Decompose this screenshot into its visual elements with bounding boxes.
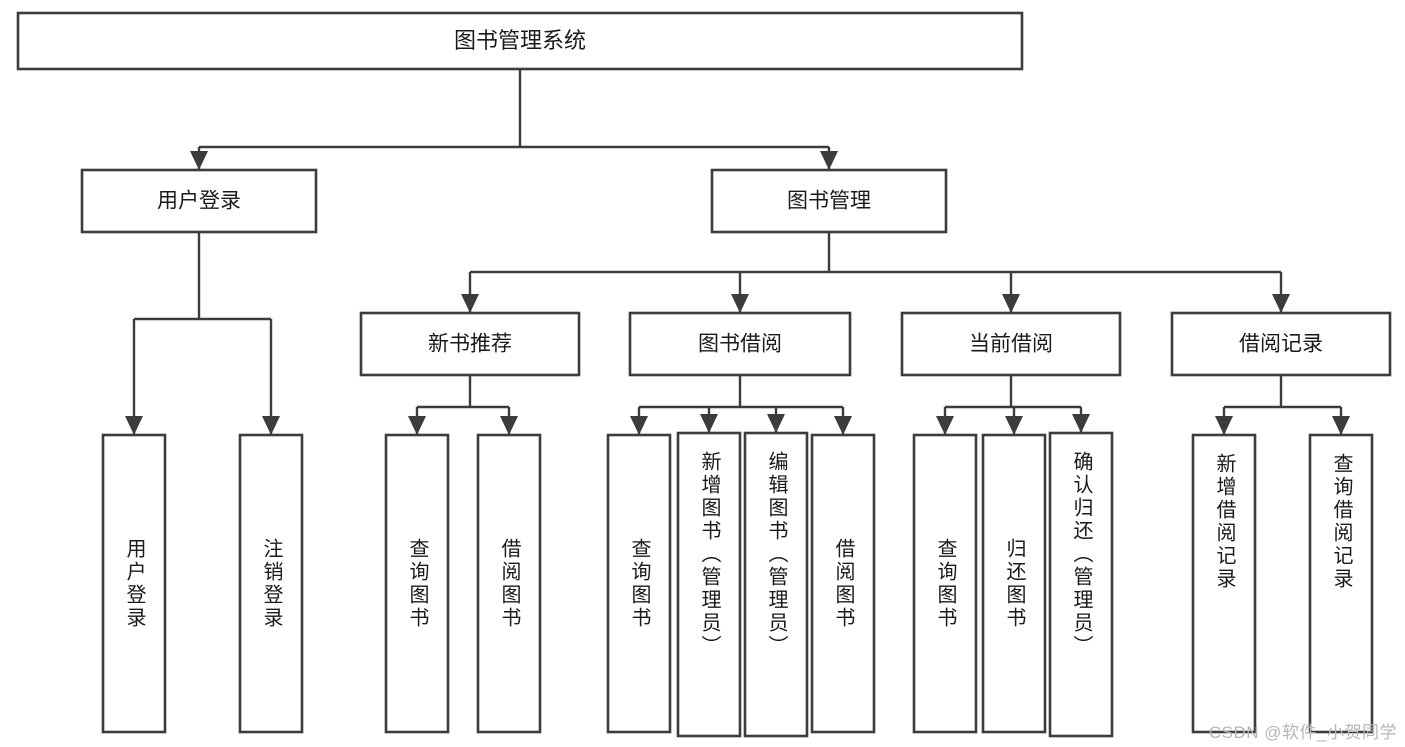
connector-user-login-arrow-leaf-user-login xyxy=(125,416,143,435)
connector-book-mgmt-arrow-new-book-recommend xyxy=(461,294,479,313)
node-box-leaf-logout-login xyxy=(238,433,304,734)
node-box-leaf-query-books-3 xyxy=(912,433,978,734)
node-label-current-borrow: 当前借阅 xyxy=(969,333,1053,356)
connector-current-borrow-arrow-leaf-query-books-3 xyxy=(936,416,954,435)
connector-user-login-arrow-leaf-logout-login xyxy=(262,416,280,435)
node-box-leaf-query-books-2 xyxy=(606,433,672,734)
node-box-root xyxy=(16,11,1024,71)
node-box-leaf-user-login xyxy=(101,433,167,734)
node-box-book-borrow xyxy=(628,311,852,377)
connectors-layer xyxy=(125,69,1350,435)
watermark: CSDN @软件_小贺同学 xyxy=(1208,723,1397,742)
node-box-leaf-return-books xyxy=(981,433,1047,734)
node-box-user-login-group xyxy=(80,168,318,234)
node-box-borrow-record xyxy=(1170,311,1392,377)
node-label-root: 图书管理系统 xyxy=(454,28,586,53)
connector-borrow-record-arrow-leaf-query-borrow-record xyxy=(1332,416,1350,435)
connector-root-arrow-user-login-group xyxy=(190,151,208,170)
node-box-leaf-query-borrow-record xyxy=(1308,433,1374,734)
connector-book-borrow-arrow-leaf-add-book-admin xyxy=(700,414,718,433)
node-label-book-borrow: 图书借阅 xyxy=(698,333,782,356)
connector-current-borrow-arrow-leaf-return-books xyxy=(1005,416,1023,435)
node-box-leaf-query-books-1 xyxy=(384,433,450,734)
connector-borrow-record-arrow-leaf-add-borrow-record xyxy=(1215,416,1233,435)
node-label-new-book-recommend: 新书推荐 xyxy=(428,333,512,356)
node-label-user-login-group: 用户登录 xyxy=(157,190,241,213)
connector-new-book-recommend-arrow-leaf-borrow-books-1 xyxy=(500,416,518,435)
node-box-book-management-group xyxy=(710,168,948,234)
node-box-new-book-recommend xyxy=(359,311,581,377)
node-box-leaf-confirm-return-admin xyxy=(1048,431,1114,738)
node-box-leaf-add-borrow-record xyxy=(1191,433,1257,734)
connector-book-mgmt-arrow-book-borrow xyxy=(731,294,749,313)
connector-book-mgmt-arrow-borrow-record xyxy=(1272,294,1290,313)
node-box-leaf-borrow-books-1 xyxy=(476,433,542,734)
node-box-current-borrow xyxy=(900,311,1122,377)
boxes-layer xyxy=(16,11,1392,738)
connector-book-borrow-arrow-leaf-borrow-books-2 xyxy=(834,416,852,435)
connector-book-borrow-arrow-leaf-edit-book-admin xyxy=(767,414,785,433)
connector-root-arrow-book-management-group xyxy=(820,151,838,170)
connector-new-book-recommend-arrow-leaf-query-books-1 xyxy=(408,416,426,435)
node-box-leaf-edit-book-admin xyxy=(743,431,809,738)
node-label-borrow-record: 借阅记录 xyxy=(1239,333,1323,356)
connector-book-mgmt-arrow-current-borrow xyxy=(1002,294,1020,313)
connector-current-borrow-arrow-leaf-confirm-return-admin xyxy=(1072,414,1090,433)
connector-book-borrow-arrow-leaf-query-books-2 xyxy=(630,416,648,435)
node-box-leaf-borrow-books-2 xyxy=(810,433,876,734)
node-box-leaf-add-book-admin xyxy=(676,431,742,738)
node-label-book-management-group: 图书管理 xyxy=(787,190,871,213)
